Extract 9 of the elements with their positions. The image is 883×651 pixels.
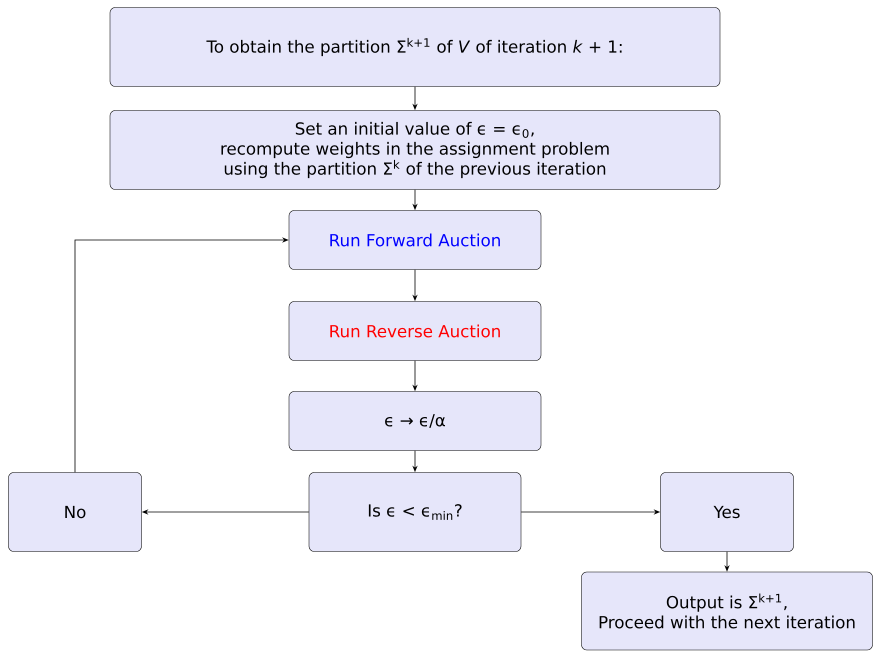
process-box: Output is Σ$^{k+1}$, Proceed with the next iteration xyxy=(581,572,873,650)
process-box: Run Reverse Auction xyxy=(288,301,542,361)
process-box: ϵ → ϵ/α xyxy=(288,391,542,451)
process-box: Is ϵ < ϵ$_{min}$? xyxy=(308,472,522,552)
process-box: Yes xyxy=(660,472,794,552)
process-box: No xyxy=(8,472,142,552)
process-box: Run Forward Auction xyxy=(288,210,542,270)
process-box: Set an initial value of ϵ = ϵ$_{0}$, recompute weights in the assignment problem using the partition Σ$^{k}$ of the previous iteration xyxy=(110,110,720,190)
process-box: To obtain the partition Σ$^{k+1}$ of V of iteration k+ 1: xyxy=(110,7,720,87)
